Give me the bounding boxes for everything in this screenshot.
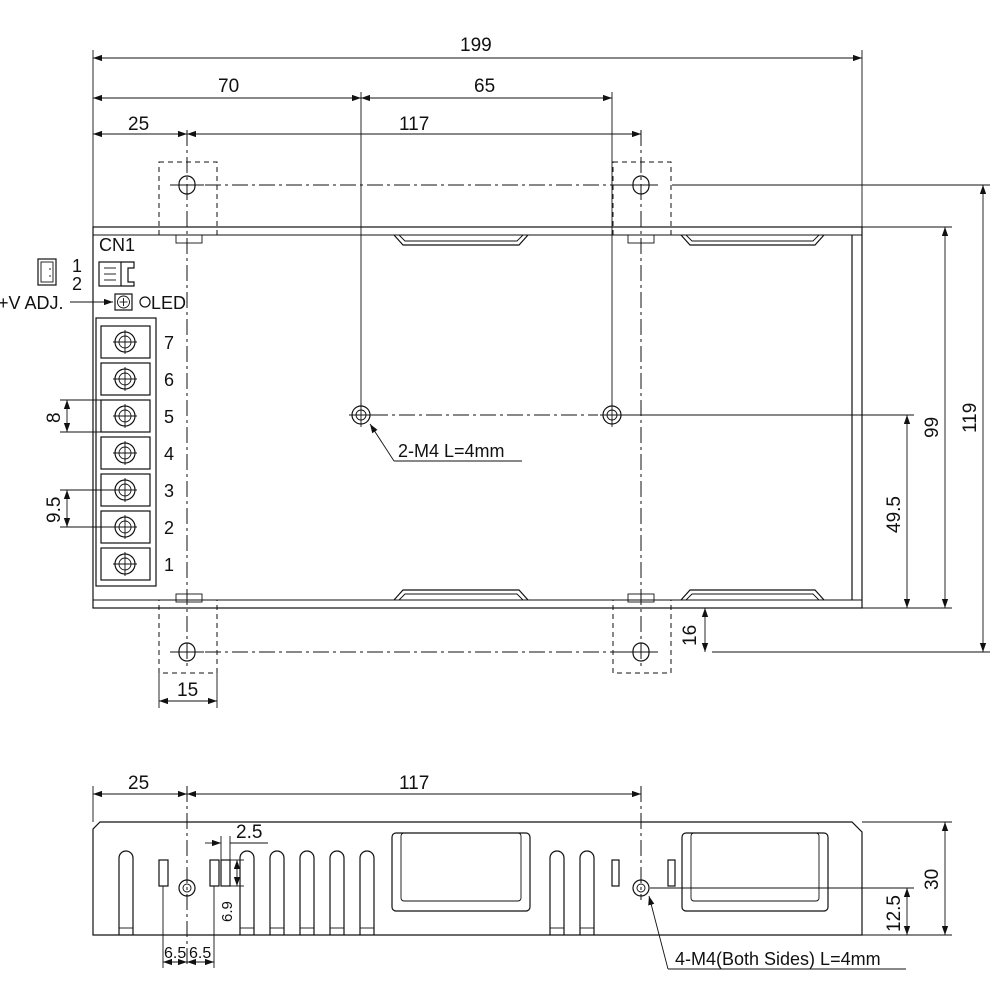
terminal-screw-icon (113, 404, 137, 428)
side-dim-bracket-offset: 25 (128, 773, 149, 794)
side-dim-hole-height: 12.5 (884, 895, 905, 932)
dim-center-hole-height: 49.5 (884, 496, 905, 533)
dim-hole-spacing: 65 (474, 76, 495, 97)
dim-bracket-offset: 25 (128, 114, 149, 135)
dim-overall-length: 199 (460, 35, 492, 56)
connector-pin-2: 2 (72, 274, 82, 294)
dim-8: 8 (44, 399, 101, 433)
side-dim-2-5: 2.5 (205, 822, 268, 860)
side-view: 25 117 2.5 6.9 6.5 6.5 (92, 773, 952, 970)
dim-15: 15 (158, 673, 218, 708)
dim-16: 16 (671, 607, 712, 652)
side-dim-30: 30 (862, 821, 952, 936)
mount-bracket-bottom-right (612, 593, 672, 674)
dim-70: 70 (93, 76, 362, 405)
dim-overall-height: 119 (960, 403, 981, 433)
dim-9-5: 9.5 (44, 489, 113, 528)
adjust-potentiometer-icon (114, 293, 133, 311)
side-mount-callout: 4-M4(Both Sides) L=4mm (675, 949, 881, 969)
side-dim-slot-height: 6.9 (219, 901, 236, 922)
dim-25: 25 (93, 114, 187, 138)
terminal-number: 4 (164, 444, 174, 464)
connector-name: CN1 (99, 235, 135, 255)
side-case-outline (92, 821, 863, 936)
mount-callout: 2-M4 L=4mm (398, 441, 505, 461)
dim-bracket-depth: 16 (680, 625, 701, 646)
terminal-number: 3 (164, 481, 174, 501)
led-label: LED (151, 293, 186, 313)
dim-199: 199 (92, 35, 863, 227)
dim-119: 119 (672, 184, 990, 653)
dim-bracket-spacing: 117 (399, 114, 429, 135)
side-mount-callout-leader (648, 895, 906, 970)
side-dim-6-5: 6.5 6.5 (162, 886, 215, 968)
center-hole-right-icon (600, 403, 624, 427)
connector-icon (98, 261, 135, 287)
terminal-screw-icon (113, 330, 137, 354)
dim-bracket-width: 15 (177, 680, 198, 701)
dim-first-hole-offset: 70 (218, 76, 239, 97)
mount-bracket-bottom-left (158, 593, 218, 674)
connector-pin-1: 1 (72, 256, 82, 276)
adjust-label: +V ADJ. (0, 293, 64, 313)
centerlines (186, 130, 642, 668)
dim-terminal-pitch-a: 8 (44, 412, 65, 423)
mount-bracket-top-right (612, 161, 672, 244)
dim-117: 117 (187, 114, 641, 138)
side-dim-25: 25 (92, 773, 187, 822)
side-dim-6-9: 6.9 (219, 859, 244, 922)
terminal-number: 2 (164, 518, 174, 538)
mount-bracket-top-left (158, 161, 218, 244)
side-dim-offset-right: 6.5 (189, 945, 211, 962)
center-hole-left-icon (349, 403, 373, 427)
terminal-screw-icon (113, 552, 137, 576)
side-dim-bracket-spacing: 117 (399, 773, 429, 794)
side-openings (391, 832, 829, 912)
terminal-number: 5 (164, 407, 174, 427)
dim-65: 65 (361, 76, 613, 405)
terminal-block (95, 317, 157, 587)
mount-callout-leader (369, 423, 522, 462)
vent-openings (393, 234, 825, 601)
connector-symbol-icon (37, 258, 57, 286)
terminal-screw-icon (113, 367, 137, 391)
side-dim-offset-left: 6.5 (164, 945, 186, 962)
dim-49-5: 49.5 (624, 414, 914, 608)
dim-terminal-pitch-b: 9.5 (44, 497, 65, 523)
terminal-number: 1 (164, 555, 174, 575)
side-dim-117: 117 (187, 773, 641, 798)
led-icon (139, 296, 151, 308)
side-dim-12-5: 12.5 (650, 887, 914, 935)
top-view: 2-M4 L=4mm CN1 1 2 +V ADJ. LED (0, 35, 990, 708)
terminal-number: 6 (164, 370, 174, 390)
side-vent-slots (118, 850, 595, 935)
case-outline (92, 226, 863, 609)
terminal-screw-icon (113, 478, 137, 502)
side-dim-slot-gap: 2.5 (236, 822, 262, 843)
side-dim-height: 30 (922, 869, 943, 890)
terminal-screw-icon (113, 515, 137, 539)
side-small-slots (158, 859, 676, 887)
terminal-number: 7 (164, 333, 174, 353)
dim-body-height: 99 (922, 417, 943, 438)
terminal-screw-icon (113, 441, 137, 465)
